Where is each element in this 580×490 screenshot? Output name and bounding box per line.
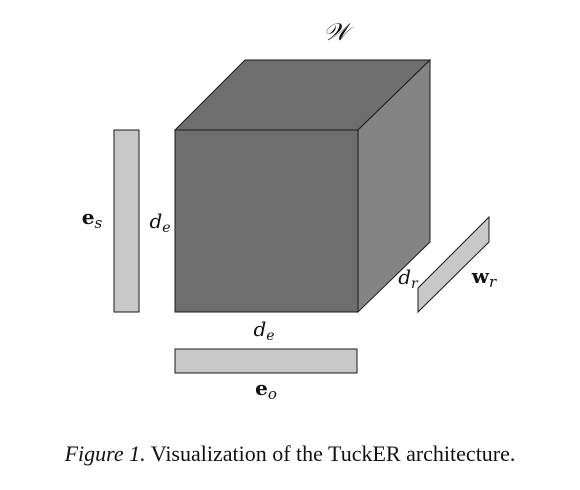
object-entity-vector bbox=[174, 348, 358, 374]
subject-vector-label: es bbox=[82, 205, 103, 232]
dimension-label-vertical: de bbox=[149, 209, 170, 236]
figure-caption-text: Visualization of the TuckER architecture… bbox=[150, 441, 516, 466]
subject-entity-vector bbox=[113, 129, 140, 313]
dimension-label-depth: dr bbox=[398, 265, 419, 292]
core-tensor-label: 𝒲 bbox=[323, 18, 354, 46]
dimension-label-horizontal: de bbox=[253, 317, 274, 344]
relation-vector bbox=[417, 215, 490, 314]
figure-number: Figure 1. bbox=[64, 441, 146, 466]
relation-vector-label: wr bbox=[471, 264, 497, 291]
core-tensor-front-face bbox=[174, 129, 359, 313]
figure-caption: Figure 1. Visualization of the TuckER ar… bbox=[0, 441, 580, 467]
object-vector-label: eo bbox=[255, 376, 277, 403]
